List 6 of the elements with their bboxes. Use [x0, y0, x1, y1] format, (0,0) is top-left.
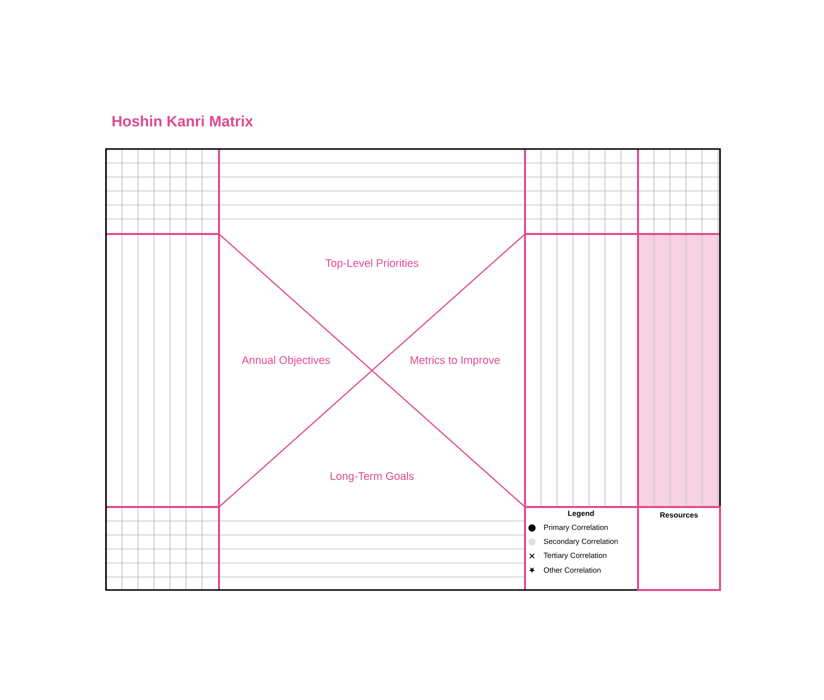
title: Hoshin Kanri Matrix [112, 116, 254, 126]
section-label: Annual Objectives [242, 356, 330, 366]
resources-box [637, 506, 721, 591]
section-label: Metrics to Improve [410, 356, 500, 366]
section-label: Long-Term Goals [330, 472, 414, 482]
section-label: Top-Level Priorities [326, 258, 418, 270]
